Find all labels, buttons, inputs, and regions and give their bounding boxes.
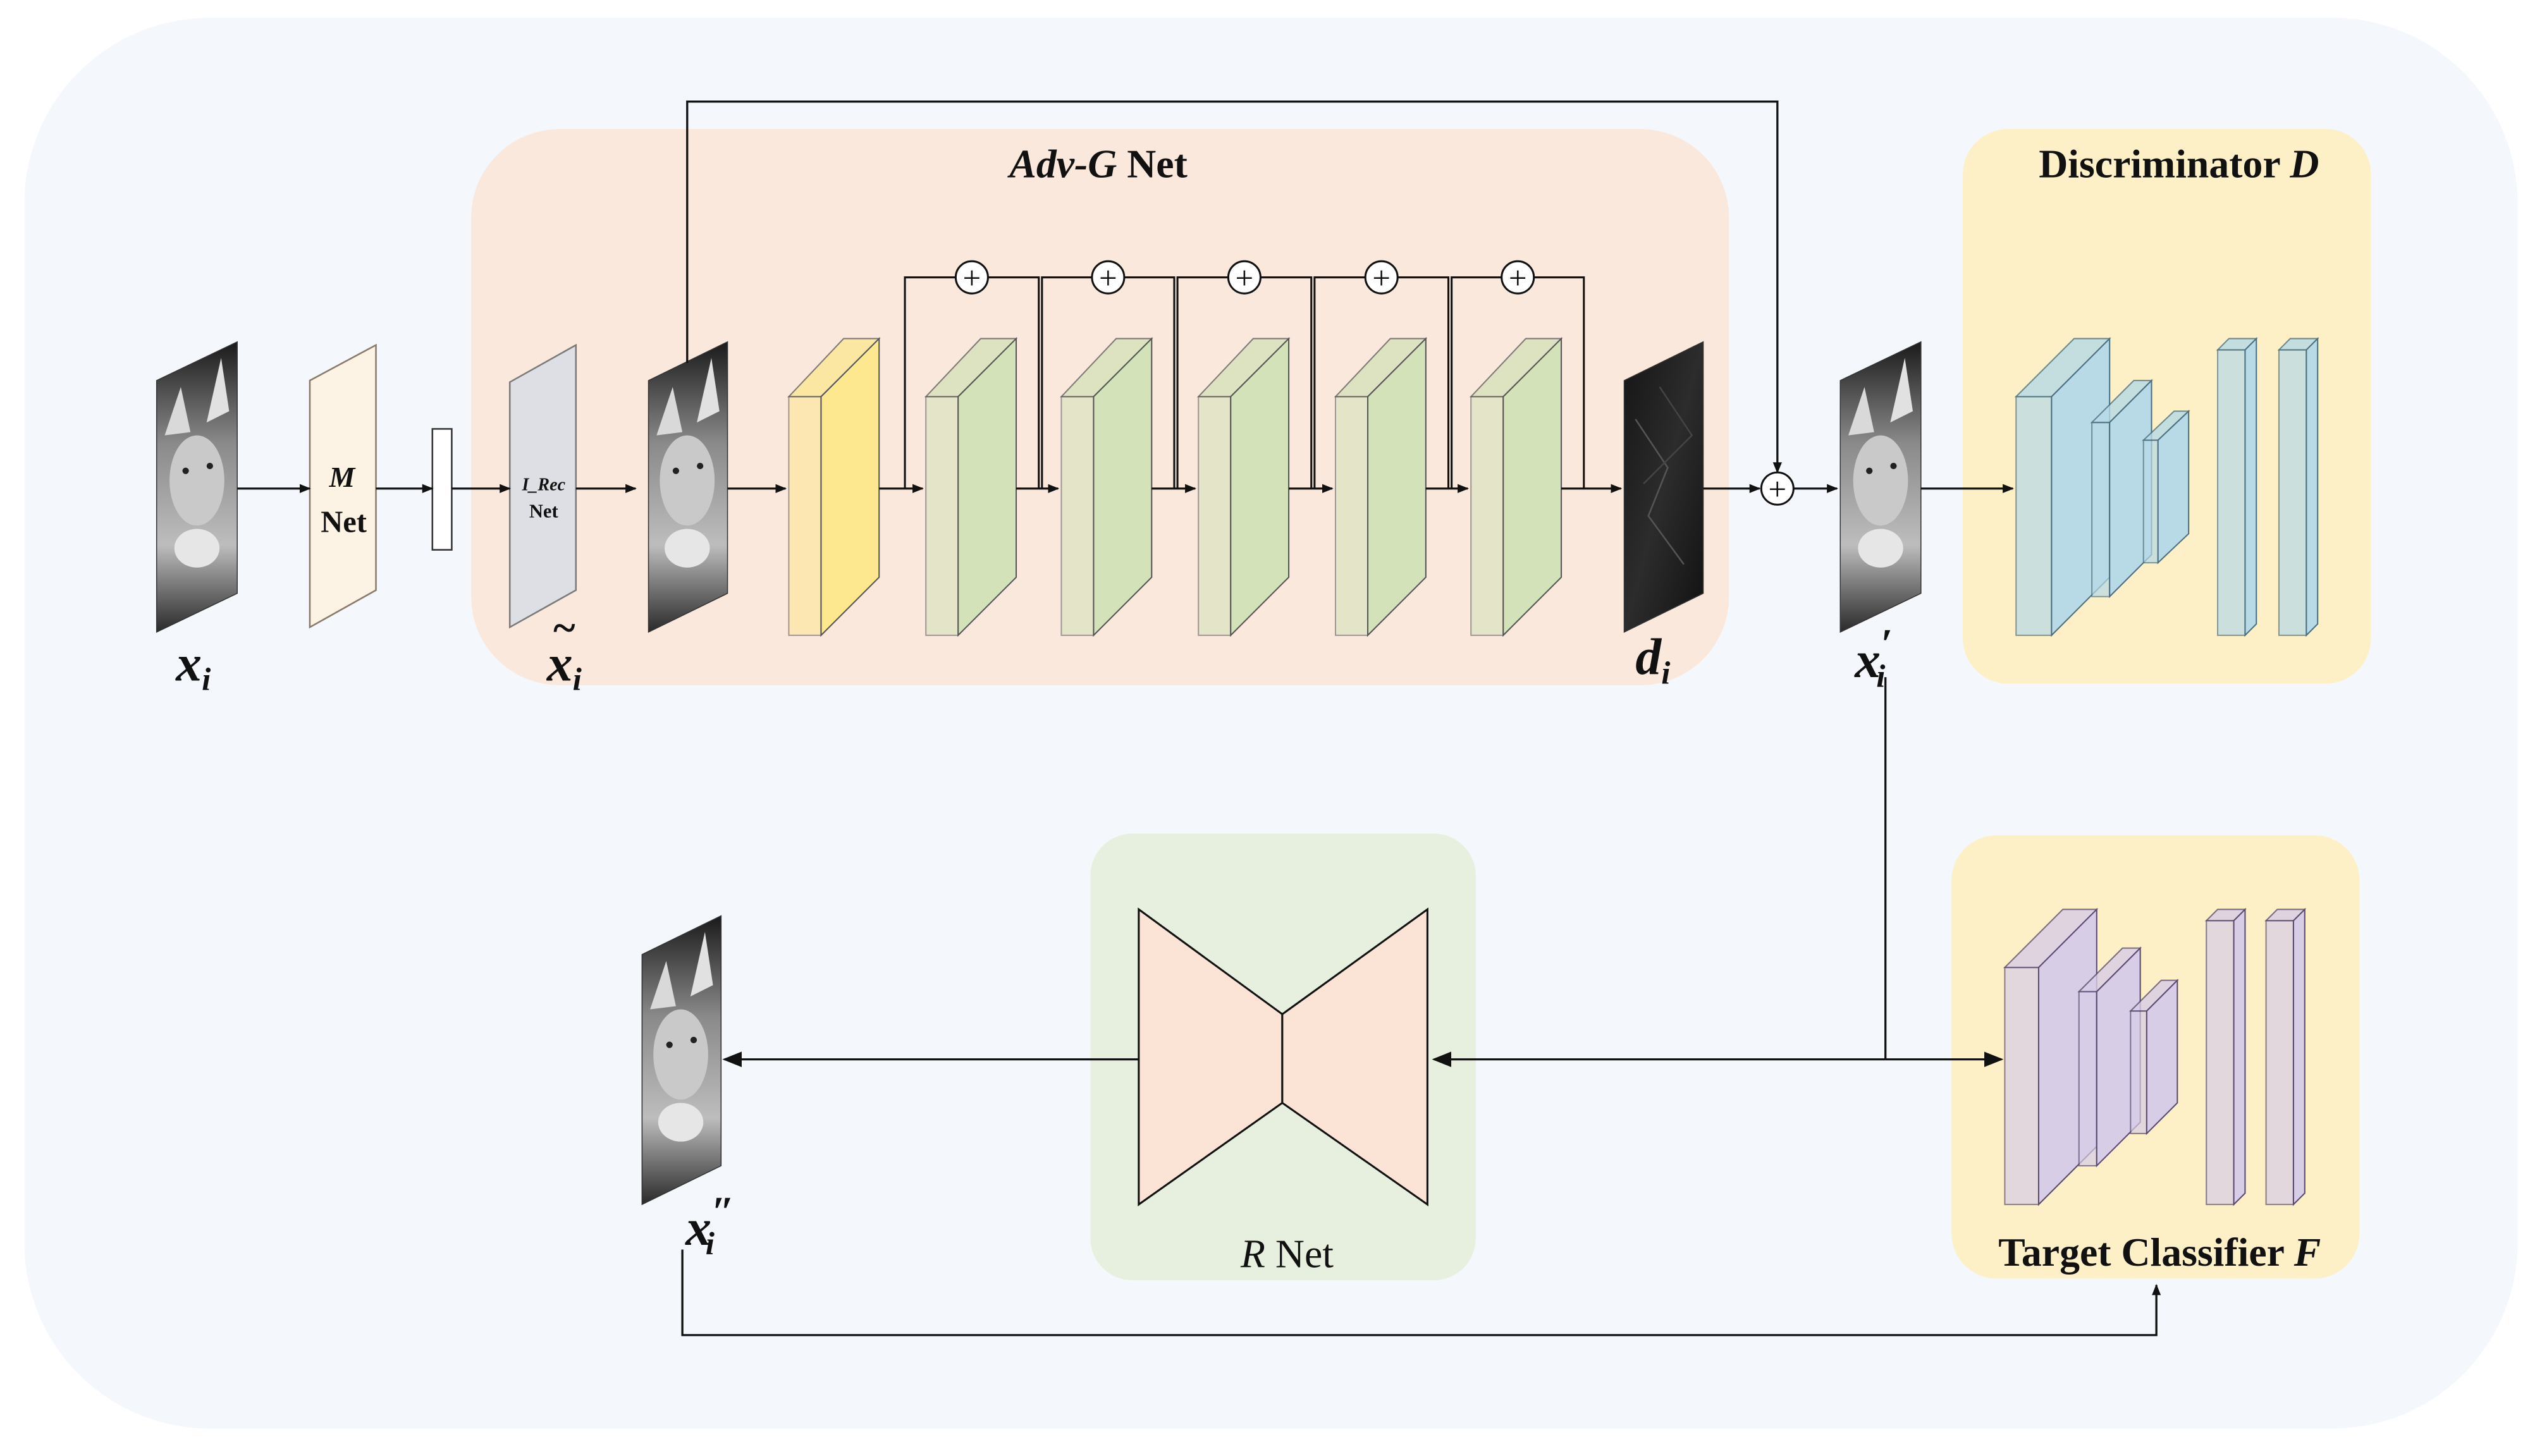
residual-add-icon-3: + <box>1227 260 1262 297</box>
svg-text:+: + <box>1509 261 1527 297</box>
residual-block-2 <box>1060 337 1153 637</box>
symbol-x-prime-i: x′i <box>1854 621 1892 695</box>
symbol-x-tilde-i: xi <box>546 634 582 697</box>
recovered-image-x-double-prime-i <box>641 915 722 1206</box>
residual-block-4 <box>1334 337 1428 637</box>
svg-text:+: + <box>1372 261 1391 297</box>
i-rec-net-block <box>508 343 577 629</box>
m-net-symbol: M <box>329 461 357 493</box>
residual-add-icon-5: + <box>1501 260 1535 297</box>
discriminator-title: Discriminator D <box>2039 142 2319 187</box>
symbol-d-i: di <box>1635 628 1670 691</box>
discriminator-layers <box>2014 337 2319 637</box>
target-classifier-title: Target Classifier F <box>1998 1230 2321 1275</box>
residual-add-icon-1: + <box>954 260 989 297</box>
svg-text:+: + <box>1236 261 1254 297</box>
residual-add-icon-4: + <box>1364 260 1399 297</box>
i-rec-net-label: Net <box>529 501 559 522</box>
symbol-x-double-prime-i: x″i <box>685 1189 734 1262</box>
reconstructed-image-x-tilde-i <box>648 341 728 633</box>
classifier-layers <box>2003 907 2307 1206</box>
svg-text:+: + <box>1099 261 1117 297</box>
residual-block-1 <box>924 337 1018 637</box>
symbol-x-i: xi <box>175 634 211 697</box>
conv-block-first <box>787 337 881 637</box>
i-rec-net-name: I_Rec <box>522 475 566 494</box>
input-image-x-i <box>156 341 238 633</box>
perturbation-map-d-i <box>1623 341 1704 633</box>
residual-add-icon-2: + <box>1091 260 1126 297</box>
residual-block-3 <box>1196 337 1291 637</box>
r-net-title: R Net <box>1240 1232 1334 1276</box>
latent-bar <box>431 428 453 551</box>
m-net-label: Net <box>321 506 367 539</box>
r-net-hourglass <box>1138 907 1428 1207</box>
adversarial-image-x-prime-i <box>1839 341 1922 633</box>
connectors <box>237 101 2161 1337</box>
svg-text:+: + <box>1768 472 1786 508</box>
adv-g-net-title: Adv-G Net <box>1007 142 1187 187</box>
residual-block-5 <box>1469 337 1563 637</box>
m-net-block <box>309 343 377 629</box>
sum-node-circled-plus: + <box>1760 471 1795 508</box>
svg-text:+: + <box>963 261 981 297</box>
symbol-tilde: ~ <box>553 605 575 651</box>
